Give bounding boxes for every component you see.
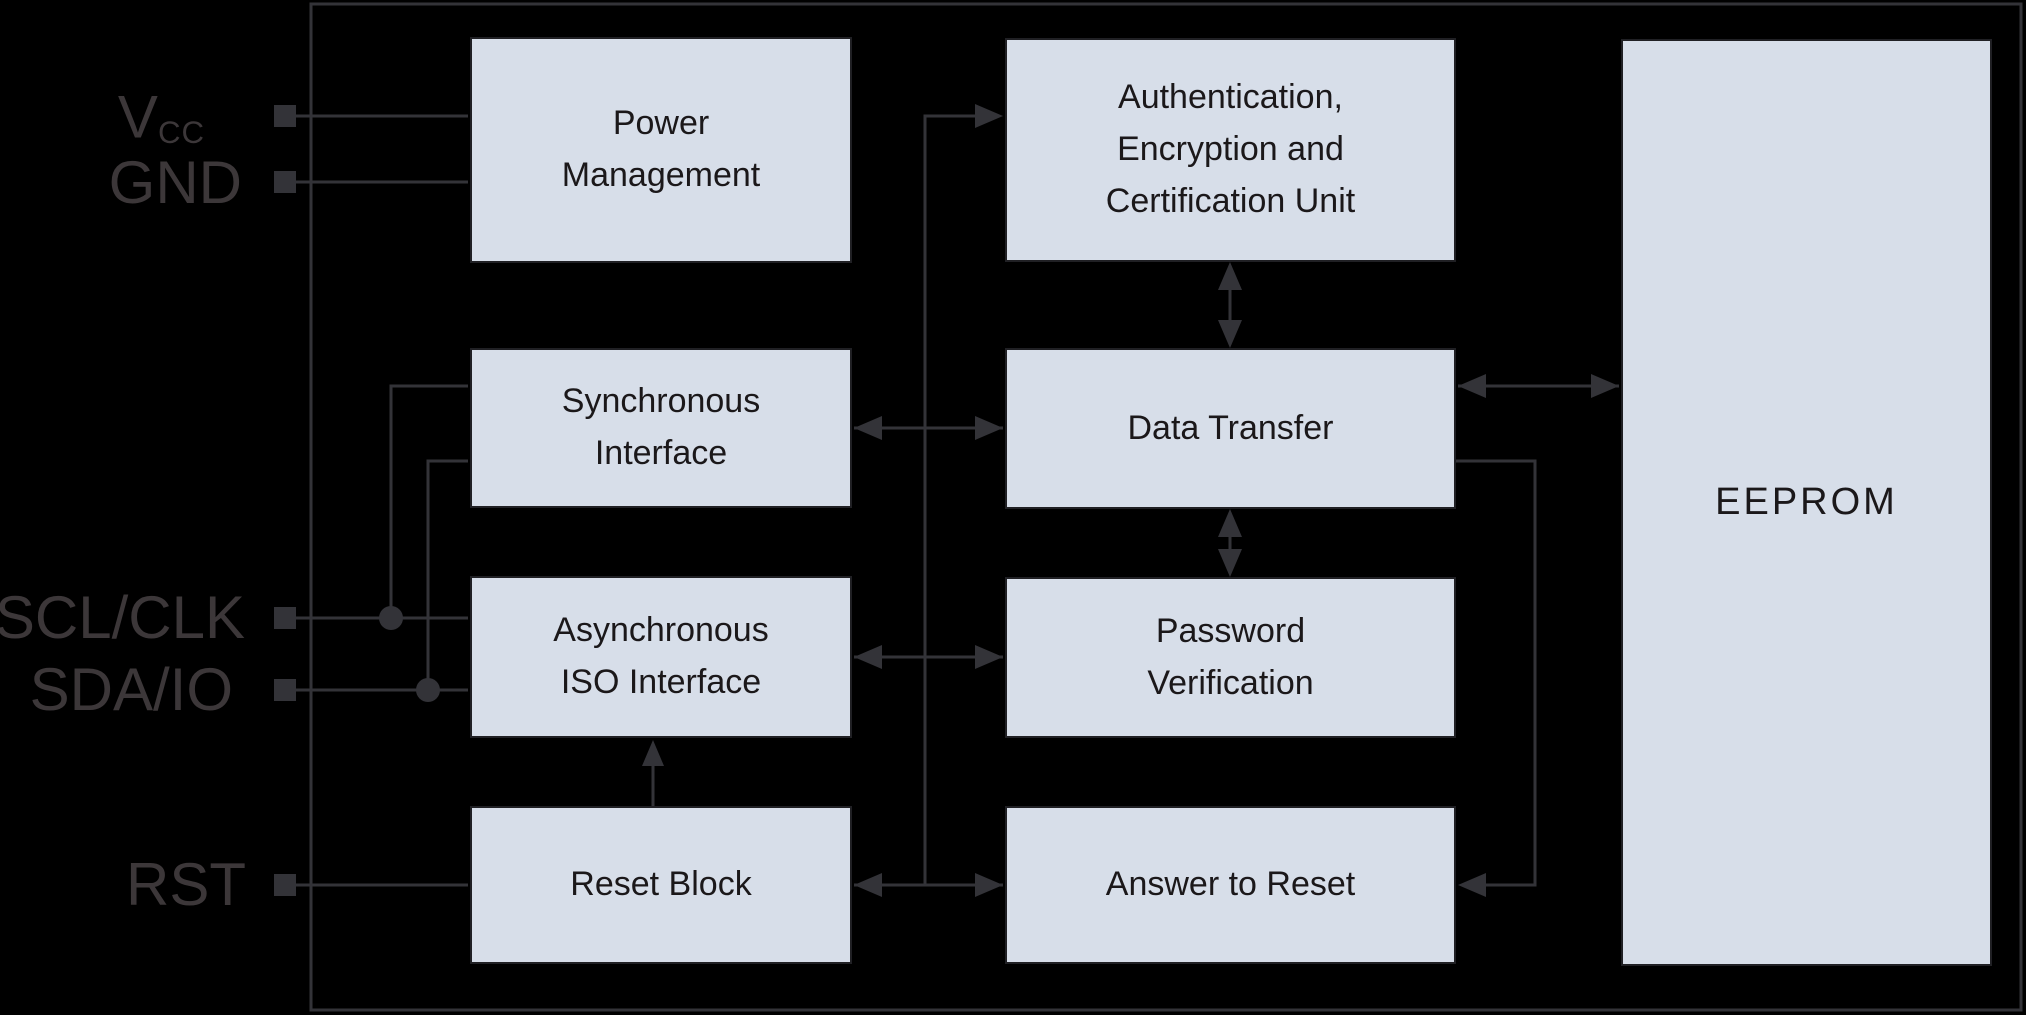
arrowhead-right <box>975 873 1003 897</box>
chip-boundary <box>309 2 2023 1012</box>
arrowhead-right <box>1591 374 1619 398</box>
arrowhead-down <box>1218 549 1242 577</box>
arrow-bus-to-authentication <box>923 104 1003 885</box>
pin-label-sda-io: SDA/IO <box>29 656 233 723</box>
scl-clk-pin-square <box>274 607 296 629</box>
arrow-reset-atr <box>854 873 1003 897</box>
arrow-data-transfer-eeprom <box>1458 374 1619 398</box>
block-authentication-encryption-certification: Authentication, Encryption and Certifica… <box>1005 38 1456 262</box>
arrow-sync-data-transfer <box>854 416 1003 440</box>
block-asynchronous-iso-interface: Asynchronous ISO Interface <box>470 576 852 738</box>
arrowhead-right <box>975 104 1003 128</box>
arrowhead-right <box>975 416 1003 440</box>
arrowhead-up <box>642 740 664 766</box>
arrowhead-left <box>854 416 882 440</box>
arrow-data-transfer-password <box>1218 509 1242 577</box>
gnd-pin-square <box>274 171 296 193</box>
block-data-transfer: Data Transfer <box>1005 348 1456 509</box>
pin-label-scl-clk: SCL/CLK <box>0 584 245 651</box>
pin-squares <box>274 105 296 896</box>
arrow-data-transfer-to-atr <box>1456 459 1537 897</box>
sda-io-pin-square <box>274 679 296 701</box>
wire-scl-branch-to-sync <box>389 384 468 618</box>
arrow-reset-to-async <box>642 740 664 806</box>
arrowhead-down <box>1218 320 1242 348</box>
pin-label-vcc-main: V <box>117 83 158 151</box>
block-password-verification: Password Verification <box>1005 577 1456 738</box>
pin-label-vcc: VCC <box>118 87 205 151</box>
wire-sda-branch-to-sync <box>426 459 468 690</box>
arrow-auth-data-transfer <box>1218 262 1242 348</box>
block-eeprom: EEPROM <box>1621 39 1992 966</box>
vcc-pin-square <box>274 105 296 127</box>
arrowhead-left <box>854 645 882 669</box>
arrowhead-up <box>1218 262 1242 290</box>
pin-wires <box>296 114 468 887</box>
arrowhead-right <box>975 645 1003 669</box>
pin-label-gnd: GND <box>108 149 242 216</box>
block-answer-to-reset: Answer to Reset <box>1005 806 1456 964</box>
arrowhead-left <box>854 873 882 897</box>
arrowhead-left <box>1458 374 1486 398</box>
arrowhead-up <box>1218 509 1242 537</box>
junction-dot-scl <box>379 606 403 630</box>
arrowhead-left <box>1458 873 1486 897</box>
pin-label-rst: RST <box>126 851 246 918</box>
junction-dot-sda <box>416 678 440 702</box>
block-synchronous-interface: Synchronous Interface <box>470 348 852 508</box>
arrow-async-password <box>854 645 1003 669</box>
block-reset-block: Reset Block <box>470 806 852 964</box>
rst-pin-square <box>274 874 296 896</box>
pin-label-vcc-sub: CC <box>157 115 205 151</box>
block-power-management: Power Management <box>470 37 852 263</box>
